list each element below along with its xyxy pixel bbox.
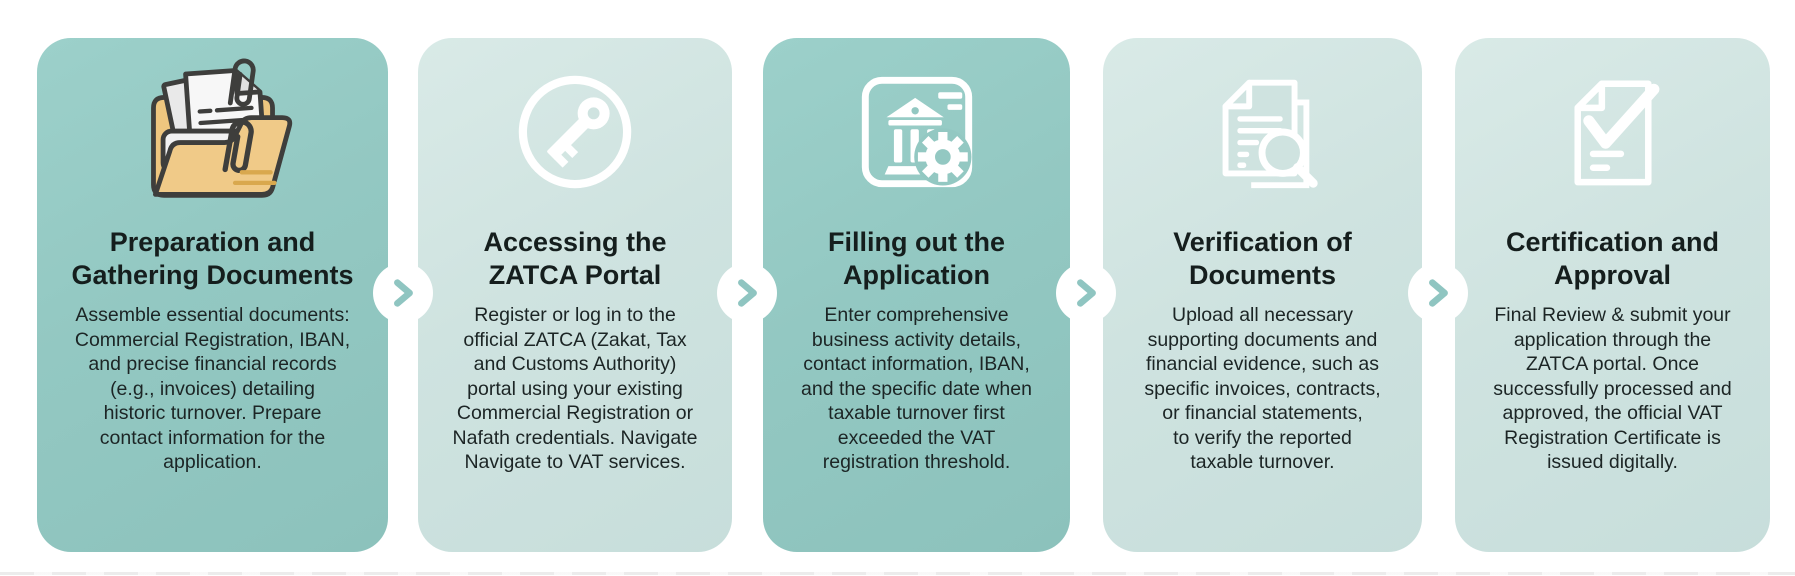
step-description: Final Review & submit your application t… [1493,304,1732,473]
step-description: Assemble essential documents: Commercial… [74,304,351,473]
step-card-portal-access: Accessing the ZATCA Portal Register or l… [418,38,732,552]
document-check-icon [1465,38,1760,226]
step-title: Accessing the ZATCA Portal [483,227,667,290]
folder-documents-icon [47,38,378,226]
bank-settings-icon [773,38,1060,226]
key-icon [428,38,722,226]
step-title: Preparation and Gathering Documents [71,227,354,290]
step-description: Enter comprehensive business activity de… [801,304,1032,473]
step-title: Certification and Approval [1505,227,1720,290]
step-title: Filling out the Application [828,227,1005,290]
document-search-icon [1113,38,1412,226]
cropped-content-edge [0,572,1795,575]
chevron-right-icon [373,263,433,323]
step-title: Verification of Documents [1173,227,1352,290]
step-card-application: Filling out the Application Enter compre… [763,38,1070,552]
step-card-preparation: Preparation and Gathering Documents Asse… [37,38,388,552]
step-card-verification: Verification of Documents Upload all nec… [1103,38,1422,552]
chevron-right-icon [1408,263,1468,323]
step-description: Register or log in to the official ZATCA… [452,304,698,473]
chevron-right-icon [717,263,777,323]
chevron-right-icon [1056,263,1116,323]
step-card-certification: Certification and Approval Final Review … [1455,38,1770,552]
step-description: Upload all necessary supporting document… [1144,304,1381,473]
